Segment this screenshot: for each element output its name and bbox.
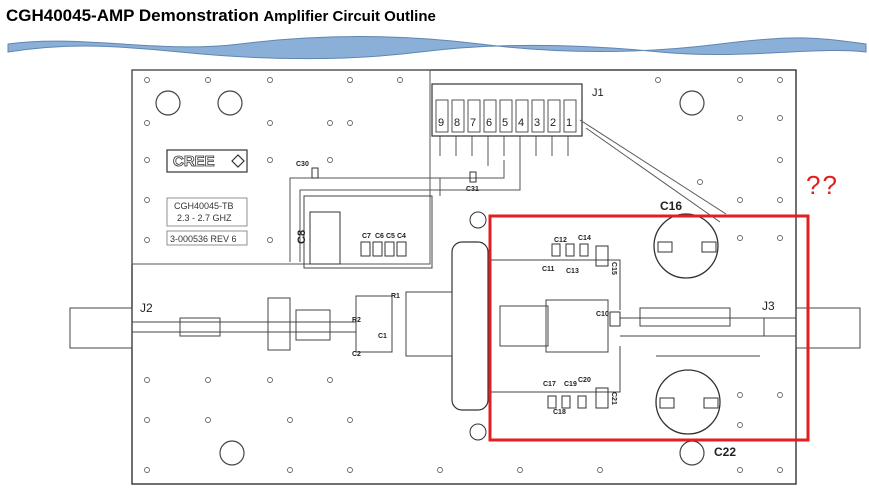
label-c18: C18 [553,409,566,416]
label-j2: J2 [140,301,153,315]
board-rev: 3-000536 REV 6 [170,234,237,244]
label-c21: C21 [610,392,617,405]
label-c30: C30 [296,161,309,168]
mounting-hole [217,90,243,116]
label-c13: C13 [566,268,579,275]
label-c31: C31 [466,186,479,193]
j1-pin-label: 9 [438,117,444,129]
label-c16: C16 [660,199,682,213]
mounting-hole [679,440,705,466]
label-c1: C1 [378,333,387,340]
label-c11: C11 [542,266,555,273]
header-wave [7,36,867,60]
question-annotation: ?? [806,170,839,200]
j1-pin-label: 5 [502,117,508,129]
label-c22: C22 [714,445,736,459]
label-r2: R2 [352,317,361,324]
label-c17: C17 [543,381,556,388]
pcb-outline [131,69,797,485]
mounting-hole [219,440,245,466]
label-c19: C19 [564,381,577,388]
capacitor-c16 [653,213,719,279]
label-c10: C10 [596,311,609,318]
j1-pin-label: 3 [534,117,540,129]
transistor-package [451,241,489,411]
j1-pin-label: 2 [550,117,556,129]
board-info-line2: 2.3 - 2.7 GHZ [177,213,232,223]
page-title: CGH40045-AMP Demonstration Amplifier Cir… [6,6,436,26]
j2-connector [69,307,133,349]
label-c7: C7 [362,233,371,240]
j1-pin-label: 7 [470,117,476,129]
cree-logo-box [166,149,248,173]
j1-pin-label: 8 [454,117,460,129]
j3-connector [795,307,861,349]
j1-connector [431,83,583,137]
label-c12: C12 [554,237,567,244]
capacitor-c22 [655,369,721,435]
mounting-hole [155,90,181,116]
label-j3: J3 [762,299,775,313]
label-c14: C14 [578,235,591,242]
mounting-hole [679,90,705,116]
j1-pin-label: 6 [486,117,492,129]
board-info-line1: CGH40045-TB [174,201,234,211]
j1-pin-label: 1 [566,117,572,129]
label-c6: C6 [375,233,384,240]
title-main: CGH40045-AMP Demonstration [6,6,259,25]
highlight-box [488,214,810,442]
title-sub: Amplifier Circuit Outline [263,8,436,25]
label-c2: C2 [352,351,361,358]
cree-logo: CREE [173,153,215,170]
j1-pins [435,99,577,166]
label-r1: R1 [391,293,400,300]
label-c20: C20 [578,377,591,384]
label-j1: J1 [592,87,604,99]
label-c8: C8 [296,230,308,244]
label-c5: C5 [386,233,395,240]
j1-pin-label: 4 [518,117,524,129]
label-c4: C4 [397,233,406,240]
label-c15: C15 [610,262,617,275]
